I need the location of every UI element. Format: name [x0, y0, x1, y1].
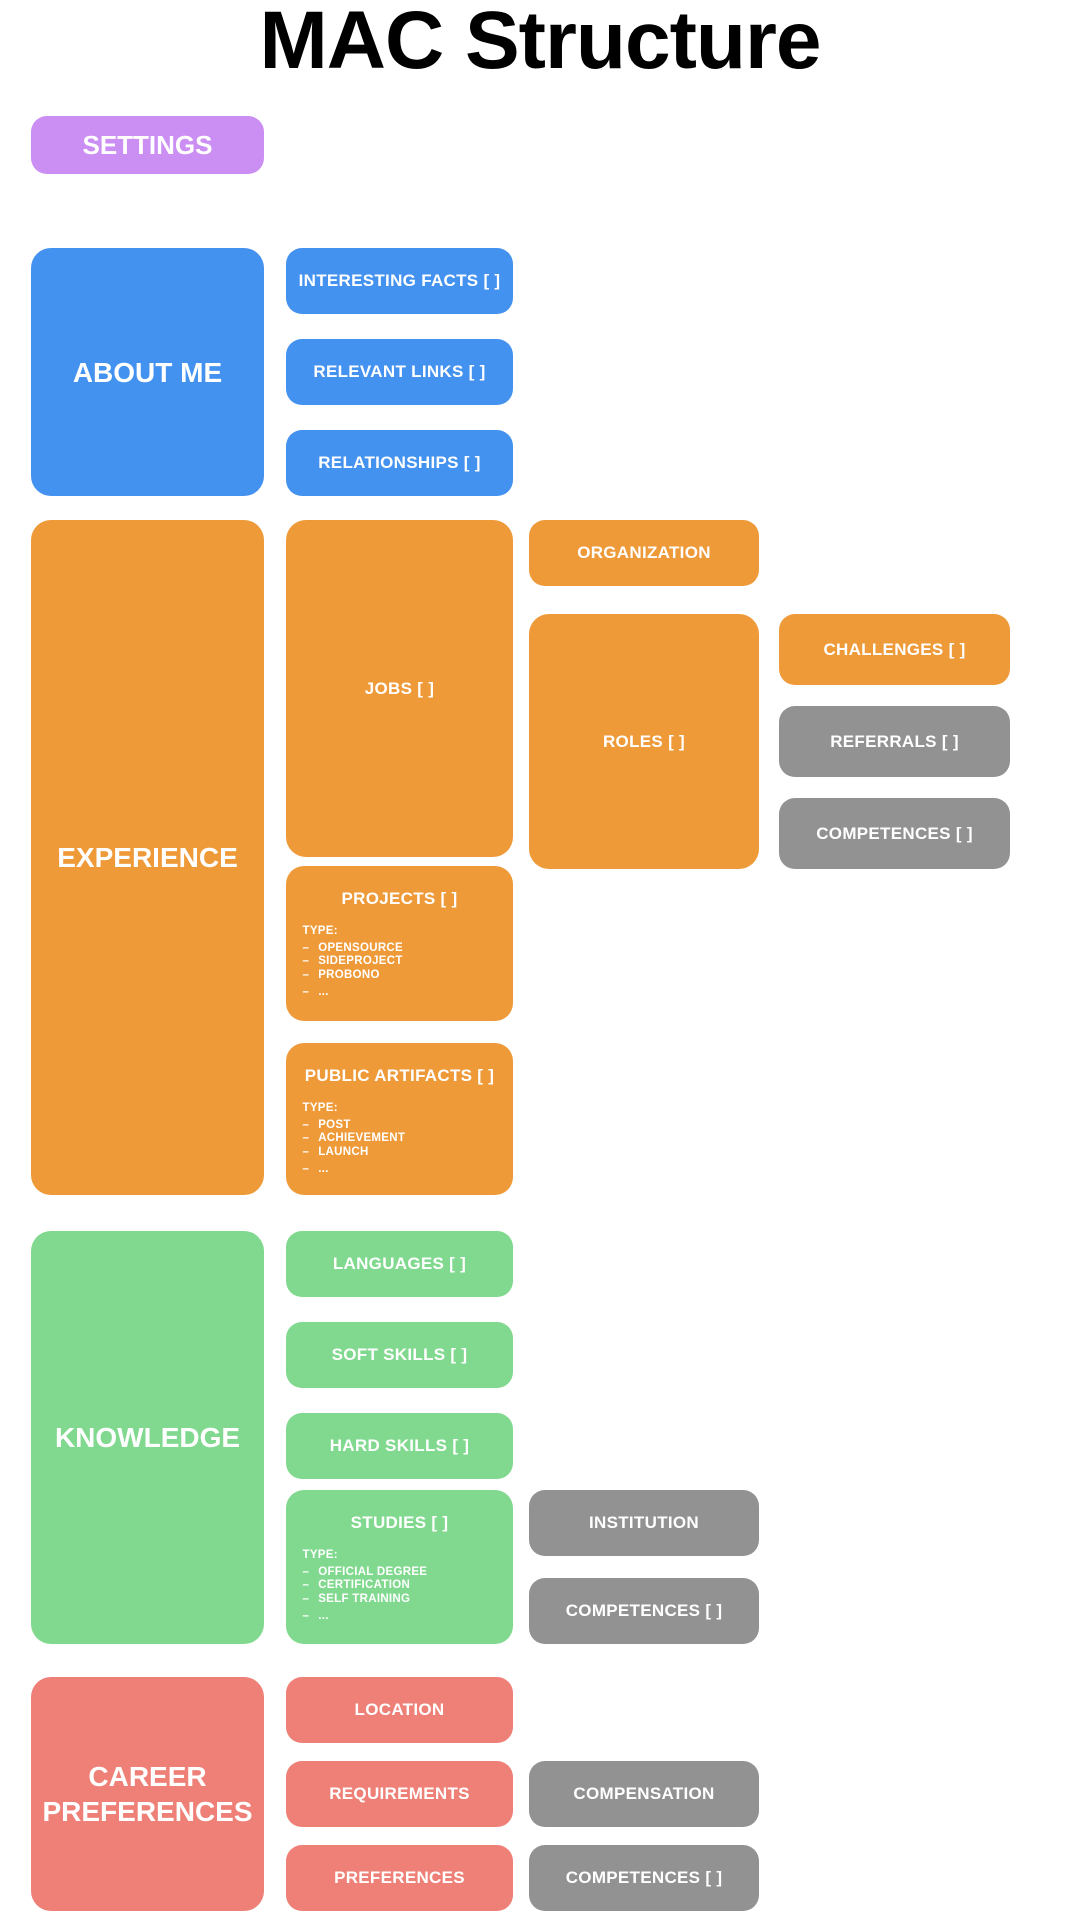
projects-type-item: SIDEPROJECT: [303, 955, 502, 969]
node-languages: LANGUAGES [ ]: [286, 1231, 513, 1297]
node-studies-title: STUDIES [ ]: [350, 1513, 449, 1532]
page-title: MAC Structure: [259, 0, 821, 86]
node-roles: ROLES [ ]: [529, 614, 759, 869]
node-projects: PROJECTS [ ] TYPE: OPENSOURCE SIDEPROJEC…: [286, 866, 513, 1021]
node-settings: SETTINGS: [31, 116, 264, 174]
studies-type-item: OFFICIAL DEGREE: [303, 1566, 502, 1580]
public-artifacts-type-item: ...: [303, 1163, 502, 1177]
projects-type-item: OPENSOURCE: [303, 942, 502, 956]
studies-type-item: CERTIFICATION: [303, 1579, 502, 1593]
node-compensation: COMPENSATION: [529, 1761, 759, 1827]
node-relevant-links: RELEVANT LINKS [ ]: [286, 339, 513, 405]
studies-type-label: TYPE:: [302, 1549, 338, 1561]
node-relationships: RELATIONSHIPS [ ]: [286, 430, 513, 496]
studies-type-list: TYPE: OFFICIAL DEGREE CERTIFICATION SELF…: [298, 1549, 502, 1624]
node-soft-skills: SOFT SKILLS [ ]: [286, 1322, 513, 1388]
node-hard-skills: HARD SKILLS [ ]: [286, 1413, 513, 1479]
public-artifacts-type-item: POST: [303, 1119, 502, 1133]
node-challenges: CHALLENGES [ ]: [779, 614, 1010, 685]
node-studies: STUDIES [ ] TYPE: OFFICIAL DEGREE CERTIF…: [286, 1490, 513, 1644]
studies-type-item: SELF TRAINING: [303, 1593, 502, 1607]
node-organization: ORGANIZATION: [529, 520, 759, 586]
projects-type-item: ...: [303, 986, 502, 1000]
studies-type-item: ...: [303, 1610, 502, 1624]
node-experience: EXPERIENCE: [31, 520, 264, 1195]
node-interesting-facts: INTERESTING FACTS [ ]: [286, 248, 513, 314]
public-artifacts-type-list: TYPE: POST ACHIEVEMENT LAUNCH ...: [298, 1102, 502, 1177]
node-location: LOCATION: [286, 1677, 513, 1743]
node-preferences: PREFERENCES: [286, 1845, 513, 1911]
node-studies-competences: COMPETENCES [ ]: [529, 1578, 759, 1644]
projects-type-label: TYPE:: [302, 925, 338, 937]
node-projects-title: PROJECTS [ ]: [341, 889, 458, 908]
node-career-competences: COMPETENCES [ ]: [529, 1845, 759, 1911]
projects-type-list: TYPE: OPENSOURCE SIDEPROJECT PROBONO ...: [298, 925, 502, 1000]
node-public-artifacts-title: PUBLIC ARTIFACTS [ ]: [304, 1066, 495, 1085]
node-institution: INSTITUTION: [529, 1490, 759, 1556]
node-knowledge: KNOWLEDGE: [31, 1231, 264, 1644]
node-career-preferences: CAREER PREFERENCES: [31, 1677, 264, 1911]
node-referrals: REFERRALS [ ]: [779, 706, 1010, 777]
public-artifacts-type-item: ACHIEVEMENT: [303, 1132, 502, 1146]
node-roles-competences: COMPETENCES [ ]: [779, 798, 1010, 869]
node-jobs: JOBS [ ]: [286, 520, 513, 857]
projects-type-item: PROBONO: [303, 969, 502, 983]
node-about-me: ABOUT ME: [31, 248, 264, 496]
node-requirements: REQUIREMENTS: [286, 1761, 513, 1827]
public-artifacts-type-label: TYPE:: [302, 1102, 338, 1114]
node-public-artifacts: PUBLIC ARTIFACTS [ ] TYPE: POST ACHIEVEM…: [286, 1043, 513, 1195]
public-artifacts-type-item: LAUNCH: [303, 1146, 502, 1160]
